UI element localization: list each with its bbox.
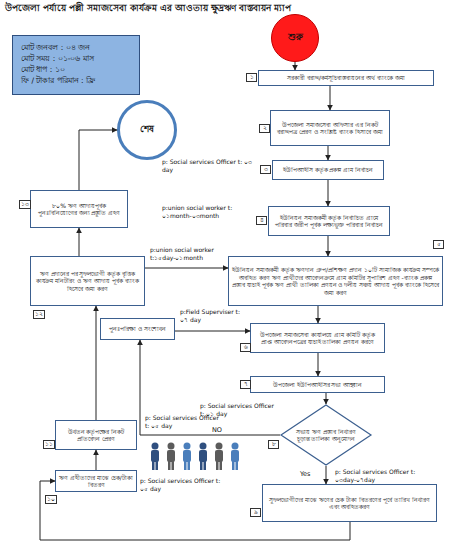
node-text: সরকারী বরাদ্দ/কর্মসূচিবাস্তবায়নের অর্থ … [287,74,405,82]
node-text: উপজেলা সমাজসেবা কার্যালয়ে গ্রাম কমিটি ক… [254,331,381,346]
process-box: পুনঃপরিক্ষা ও সংশোধন [100,318,175,340]
callout-number: ৭ [240,380,251,389]
person-figure [231,443,239,471]
node-text: ফি / টাকার পরিমান : ফ্রি [21,76,95,87]
process-box: উপজেলা ইউপিআইসির সভা আহ্বান [250,376,385,393]
flow-arrow [318,353,319,376]
process-box: উপজেলা সমাজসেবা কার্যালয়ে গ্রাম কমিটি ক… [250,323,385,353]
flow-arrow [79,228,80,256]
diamond-shape [281,405,371,465]
diagram-title: উপজেলা পর্যায়ে পল্লী সমাজসেবা কার্যক্রম… [5,3,335,13]
process-box: উপজেলা সমাজসেবা অফিসার এর নিকট বরাদ্দপত্… [270,110,390,146]
process-box: ঋণ প্রদানের পর সুফলভোগী কর্তৃক বৃত্তিক ক… [30,256,145,306]
flow-arrow [175,331,250,332]
node-text: ইউনিয়ন সমাজকর্মী কর্তৃক ঋণদান গ্রুপ/প্র… [232,266,439,296]
node-text: ঋণ গ্রহীতাদের মাঝে চেক/টাকা বিতরণ [59,474,133,489]
flow-arrow [140,340,280,435]
node-text: উর্ধতন কর্তৃপক্ষের নিকট প্রতিবেদন প্রেরণ [59,428,133,443]
person-figure [215,443,223,471]
node-text: ইউপিআইসি কর্তৃক প্রকল্প গ্রাম নির্বাচন [283,166,374,174]
end-terminal: শেষ [117,100,177,160]
people-illustration [148,440,248,472]
flow-arrow [326,393,327,404]
info-box: মোট জনবল : ০৪ জনমোট সময় : ০১-০৬ মাসমোট … [12,35,140,95]
flow-arrow [330,86,331,110]
flow-arrow [328,236,329,256]
flow-arrow [318,306,319,323]
node-text: সভায় ঋণ প্রস্তাব নির্ধারণ চূড়ান্ত তালি… [296,428,356,443]
circle-shape [272,15,319,62]
callout-number: ২ [259,124,270,133]
node-text: মোট ধাপ : ১০ [21,65,65,76]
flow-arrow [328,146,329,160]
process-box: ইউপিআইসি কর্তৃক প্রকল্প গ্রাম নির্বাচন [272,160,384,180]
callout-number: ৩ [260,165,271,174]
node-text: মোট জনবল : ০৪ জন [21,43,90,54]
callout-number: ৯ [250,508,261,517]
responsibility-note: p: Social services Officer t: ০৩ day [162,158,262,173]
person-figure [183,443,191,471]
node-text: ইউনিয়ন সমাজকর্মী কর্তৃক নির্বাচিত গ্রাম… [272,214,386,229]
node-text: ঋণ প্রদানের পর সুফলভোগী কর্তৃক বৃত্তিক ক… [34,270,141,293]
process-box: ইউনিয়ন সমাজকর্মী কর্তৃক নির্বাচিত গ্রাম… [268,206,390,236]
callout-number: ১ [246,73,257,82]
process-box: উর্ধতন কর্তৃপক্ষের নিকট প্রতিবেদন প্রেরণ [55,420,137,450]
flow-arrow [145,268,228,269]
node-text: উপজেলা সমাজসেবা অফিসার এর নিকট বরাদ্দপত্… [274,121,386,136]
circle-shape [119,102,176,159]
flow-arrow [79,130,117,190]
start-terminal: শুরু [271,14,319,62]
callout-number: ১৩ [19,200,31,209]
node-text: উপজেলা ইউপিআইসির সভা আহ্বান [273,381,363,389]
node-text: মোট সময় : ০১-০৬ মাস [21,54,94,65]
process-box: সুফলভোগীদের মাঝে ঋণের চেক টাকা বিতরণের প… [262,484,437,522]
flow-arrow [40,481,350,540]
node-text: পুনঃপরিক্ষা ও সংশোধন [109,325,166,333]
flow-arrow [328,180,329,206]
node-text: ৮০% ঋণ আদায়পূর্বক পুনঃবিনিয়োগের জন্য প… [34,202,124,217]
node-text: শেষ [140,124,154,135]
person-figure [151,443,159,471]
callout-number: ৪ [256,216,267,225]
responsibility-note: p: Social services Officer t: ০৫ day [140,477,225,492]
responsibility-note: p:union social worker t: ০১month-০৩month [162,204,262,219]
person-figure [167,443,175,471]
callout-number: ১০ [45,495,57,504]
person-figure [199,443,207,471]
flow-arrow [96,306,97,420]
flow-arrow [295,62,296,70]
process-box: ইউনিয়ন সমাজকর্মী কর্তৃক ঋণদান গ্রুপ/প্র… [228,256,443,306]
flow-arrow [326,466,327,484]
callout-number: ৬ [240,343,251,352]
responsibility-note: p:Field Superviser t: ০৭ day [180,308,248,323]
flow-arrow [96,450,97,470]
callout-number: ৮ [268,440,279,449]
node-text: সুফলভোগীদের মাঝে ঋণের চেক টাকা বিতরণের প… [266,496,433,511]
callout-number: ১১ [43,440,55,449]
edge-label: Yes [300,470,311,478]
edge-label: NO [212,426,222,434]
callout-number: ১২ [33,310,45,319]
responsibility-note: p:union social worker t:১৫day-০১month [150,246,226,261]
process-box: ঋণ গ্রহীতাদের মাঝে চেক/টাকা বিতরণ [55,470,137,492]
callout-number: ৫ [433,240,444,249]
decision-diamond: সভায় ঋণ প্রস্তাব নির্ধারণ চূড়ান্ত তালি… [280,404,372,466]
process-box: সরকারী বরাদ্দ/কর্মসূচিবাস্তবায়নের অর্থ … [258,70,434,86]
node-text: শুরু [288,32,303,43]
process-box: ৮০% ঋণ আদায়পূর্বক পুনঃবিনিয়োগের জন্য প… [30,190,128,228]
responsibility-note: p: Social services Officer t: ০৩day-০৭da… [335,468,445,483]
